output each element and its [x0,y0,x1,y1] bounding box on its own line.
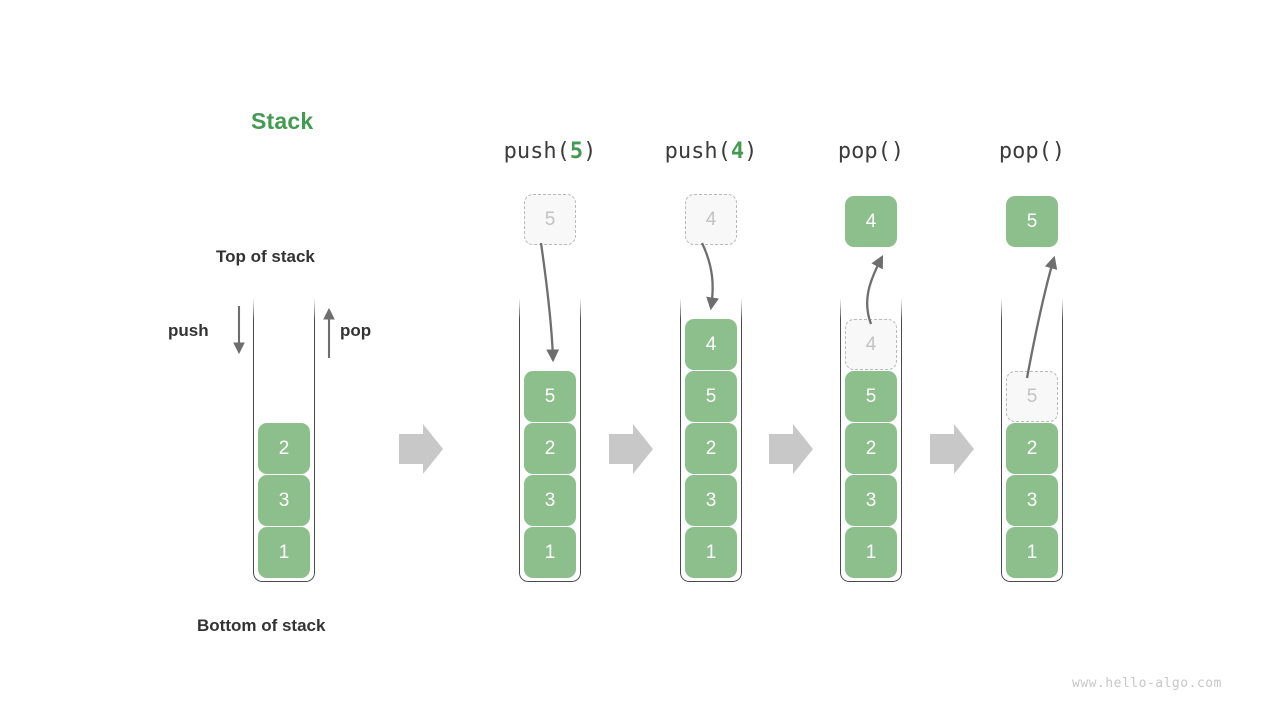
stack-cells: 1 3 2 [258,423,310,579]
stack-cell: 2 [258,423,310,474]
label-bottom-of-stack: Bottom of stack [197,616,326,635]
caption-suffix: ) [1051,139,1066,164]
caption-prefix: push( [503,139,570,164]
stack-column-pop-2: pop() 5 1 3 2 5 [932,0,1132,720]
stack-container [1001,298,1063,582]
stack-cell: 1 [524,527,576,578]
label-top-of-stack: Top of stack [216,247,315,266]
operation-caption-push-5: push(5) [450,139,650,164]
stack-container [680,298,742,582]
caption-prefix: push( [664,139,731,164]
floating-element-popped: 5 [1006,196,1058,247]
stack-cell: 2 [845,423,897,474]
stack-cell: 3 [258,475,310,526]
label-pop: pop [340,321,372,340]
stack-cell: 1 [258,527,310,578]
stack-cells: 1 3 2 5 [1006,371,1058,579]
stack-cell: 2 [1006,423,1058,474]
stack-cell: 4 [685,319,737,370]
stack-cells: 1 3 2 5 4 [845,319,897,579]
stack-cell-removed: 4 [845,319,897,370]
stack-cell: 1 [845,527,897,578]
caption-prefix: pop( [998,139,1052,164]
stack-cell: 3 [845,475,897,526]
floating-element-ghost: 5 [524,194,576,245]
stack-cell: 5 [524,371,576,422]
stack-cell: 3 [524,475,576,526]
stack-cell: 1 [1006,527,1058,578]
stack-cells: 1 3 2 5 4 [685,319,737,579]
caption-prefix: pop( [837,139,891,164]
stack-container [840,298,902,582]
stack-container [253,298,315,582]
diagram-title: Stack [251,108,314,134]
step-arrow-icon [399,424,443,474]
stack-column-initial: 1 3 2 [184,0,384,720]
operation-caption-pop-2: pop() [932,139,1132,164]
caption-suffix: ) [744,139,758,164]
stack-column-push-5: push(5) 5 1 3 2 5 [450,0,650,720]
stack-cell: 2 [685,423,737,474]
stack-cell: 1 [685,527,737,578]
caption-suffix: ) [890,139,905,164]
stack-cell: 3 [1006,475,1058,526]
caption-suffix: ) [583,139,597,164]
stack-cell: 2 [524,423,576,474]
caption-argument: 5 [569,139,584,164]
label-push: push [168,321,209,340]
stack-cell-removed: 5 [1006,371,1058,422]
stack-cell: 5 [845,371,897,422]
watermark: www.hello-algo.com [1072,676,1222,691]
operation-caption-pop-1: pop() [771,139,971,164]
stack-cells: 1 3 2 5 [524,371,576,579]
stack-container [519,298,581,582]
operation-caption-push-4: push(4) [611,139,811,164]
stack-cell: 3 [685,475,737,526]
stack-column-pop-1: pop() 4 1 3 2 5 4 [771,0,971,720]
stack-column-push-4: push(4) 4 1 3 2 5 4 [611,0,811,720]
stack-cell: 5 [685,371,737,422]
floating-element-ghost: 4 [685,194,737,245]
floating-element-popped: 4 [845,196,897,247]
caption-argument: 4 [730,139,745,164]
